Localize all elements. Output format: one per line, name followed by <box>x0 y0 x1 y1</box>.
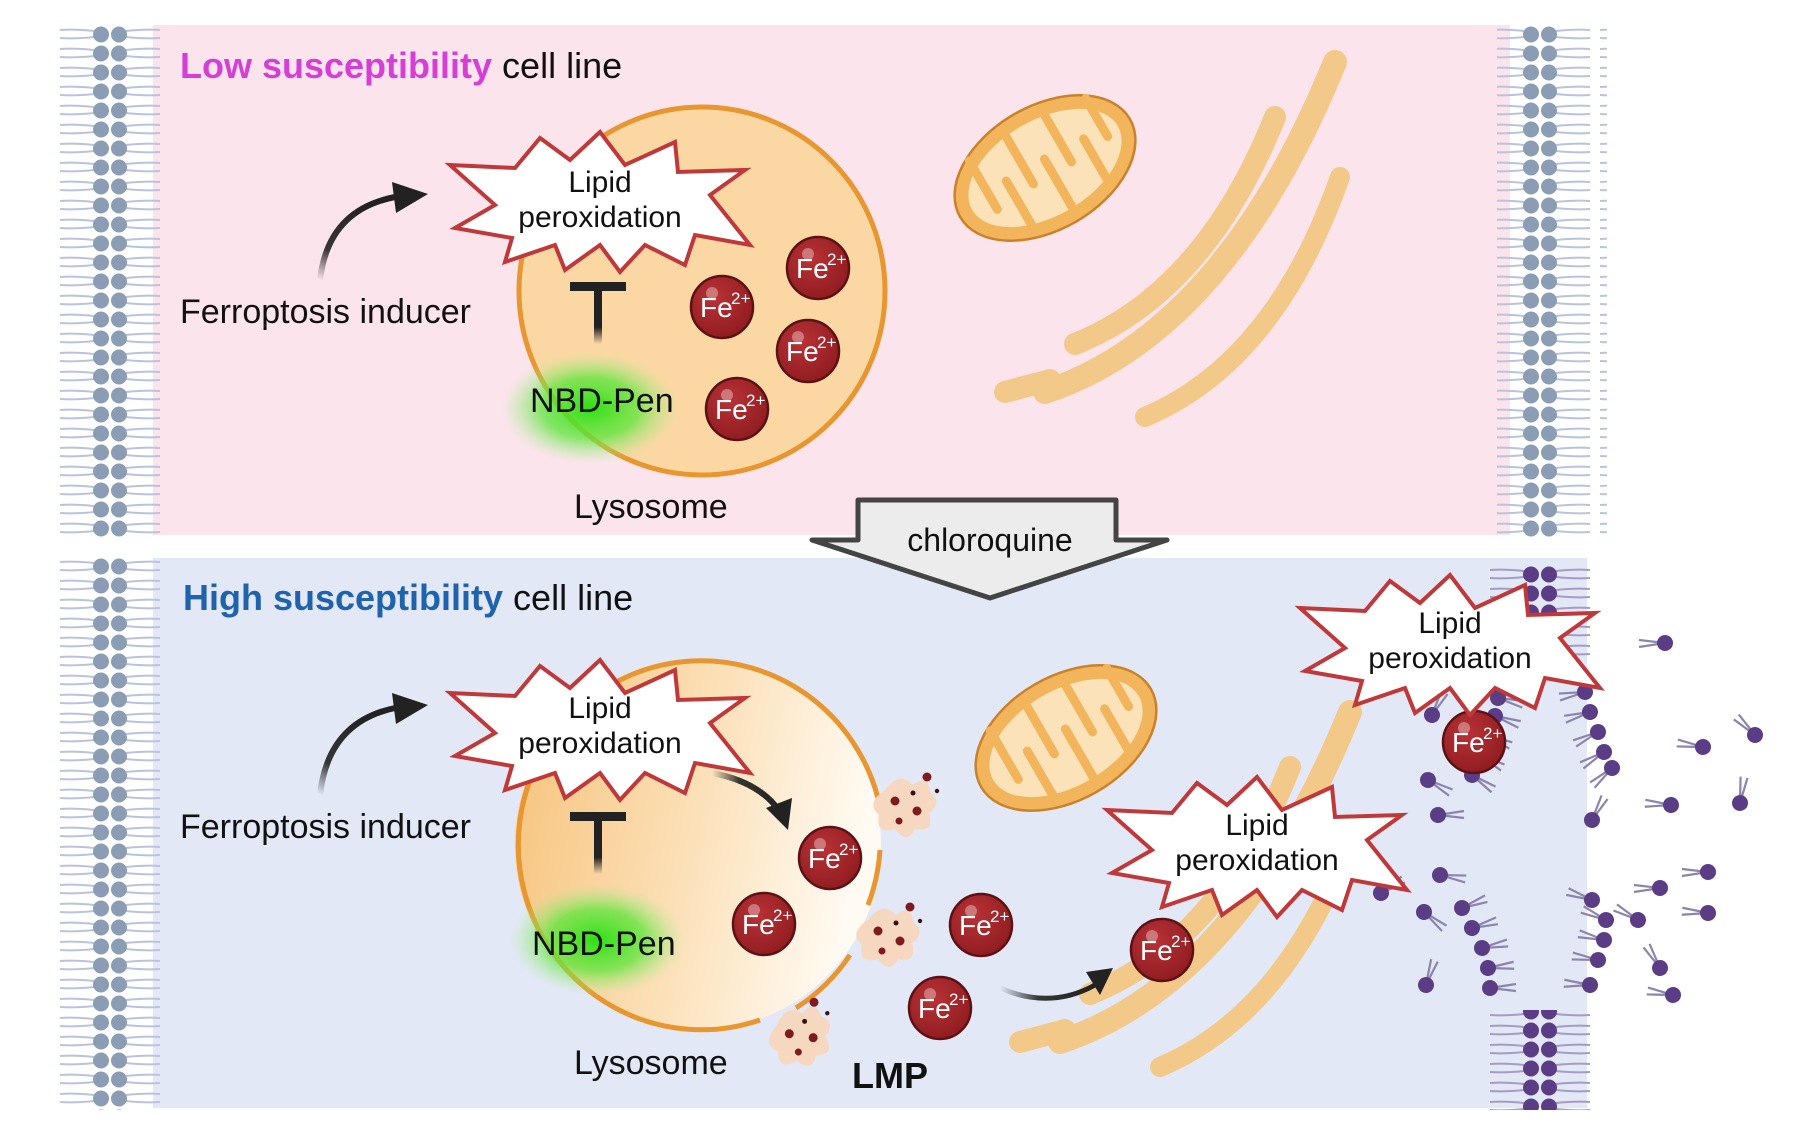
fe-ion: Fe2+ <box>704 376 770 442</box>
inhibit-icon-top <box>570 282 626 344</box>
lysosome-label-bottom: Lysosome <box>574 1044 728 1082</box>
svg-text:Fe: Fe <box>808 843 841 874</box>
nbd-pen-glow-bottom <box>509 884 685 996</box>
svg-text:peroxidation: peroxidation <box>518 727 681 760</box>
svg-text:2+: 2+ <box>949 990 968 1009</box>
fe-ion: Fe2+ <box>689 274 755 340</box>
inducer-arrow-bottom <box>317 693 428 796</box>
top-title-accent: Low susceptibility <box>180 45 492 86</box>
lipid-peroxidation-burst-er: Lipid peroxidation <box>1105 775 1409 919</box>
svg-text:2+: 2+ <box>1171 932 1190 951</box>
svg-text:2+: 2+ <box>731 289 750 308</box>
lysosome-membrane-arc <box>794 953 853 1011</box>
svg-text:Lipid: Lipid <box>1418 607 1481 640</box>
svg-text:2+: 2+ <box>990 907 1009 926</box>
chloroquine-label: chloroquine <box>907 522 1072 558</box>
top-panel-title: Low susceptibility cell line <box>180 45 622 86</box>
svg-text:2+: 2+ <box>839 840 858 859</box>
svg-text:peroxidation: peroxidation <box>1368 642 1531 675</box>
left-membrane-bottom <box>57 558 167 1110</box>
svg-text:Fe: Fe <box>786 336 819 367</box>
svg-text:Fe: Fe <box>796 253 829 284</box>
svg-text:2+: 2+ <box>827 250 846 269</box>
ferroptosis-inducer-label-bottom: Ferroptosis inducer <box>180 808 471 846</box>
svg-text:Lipid: Lipid <box>1225 809 1288 842</box>
fe-ion: Fe2+ <box>1129 917 1195 983</box>
svg-text:2+: 2+ <box>773 906 792 925</box>
fe-ion: Fe2+ <box>785 235 851 301</box>
fe-ion: Fe2+ <box>731 891 797 957</box>
svg-text:Fe: Fe <box>918 993 951 1024</box>
inhibit-icon-bottom <box>570 812 626 874</box>
svg-text:2+: 2+ <box>746 391 765 410</box>
svg-text:Fe: Fe <box>700 292 733 323</box>
bottom-title-rest: cell line <box>503 577 633 618</box>
nbd-pen-glow-top <box>502 352 678 464</box>
ferroptosis-inducer-label-top: Ferroptosis inducer <box>180 293 471 331</box>
svg-text:Lipid: Lipid <box>568 166 631 199</box>
svg-text:Fe: Fe <box>742 909 775 940</box>
transfer-arrow <box>998 968 1113 1001</box>
svg-text:2+: 2+ <box>817 333 836 352</box>
svg-text:Fe: Fe <box>715 394 748 425</box>
svg-text:Fe: Fe <box>959 910 992 941</box>
fe-ion: Fe2+ <box>948 892 1014 958</box>
inducer-arrow-top <box>317 182 428 281</box>
nbd-pen-label-top: NBD-Pen <box>530 382 674 420</box>
lmp-label: LMP <box>852 1055 928 1096</box>
svg-text:Fe: Fe <box>1140 935 1173 966</box>
release-arrow <box>711 770 792 830</box>
lipid-peroxidation-burst-bottom: Lipid peroxidation <box>448 658 752 802</box>
svg-text:peroxidation: peroxidation <box>1175 844 1338 877</box>
bottom-panel-title: High susceptibility cell line <box>183 577 633 618</box>
fe-ion: Fe2+ <box>907 975 973 1041</box>
bottom-panel: High susceptibility cell line NBD-Pen <box>57 558 1768 1110</box>
lipid-peroxidation-burst-membrane: Lipid peroxidation <box>1298 573 1602 717</box>
chloroquine-arrow: chloroquine <box>809 497 1170 601</box>
fe-ion: Fe2+ <box>797 825 863 891</box>
right-membrane-top <box>1497 25 1607 538</box>
lipid-peroxidation-burst-top: Lipid peroxidation <box>448 130 752 274</box>
svg-text:Fe: Fe <box>1452 727 1485 758</box>
nbd-pen-label-bottom: NBD-Pen <box>532 925 676 963</box>
svg-text:Lipid: Lipid <box>568 692 631 725</box>
top-title-rest: cell line <box>492 45 622 86</box>
fe-ion: Fe2+ <box>1441 709 1507 775</box>
left-membrane-top <box>57 25 167 538</box>
svg-text:peroxidation: peroxidation <box>518 201 681 234</box>
svg-text:2+: 2+ <box>1483 724 1502 743</box>
fe-ion: Fe2+ <box>775 318 841 384</box>
lysosome-label-top: Lysosome <box>574 488 728 526</box>
lysosome-membrane-arc <box>865 849 883 906</box>
top-panel: Low susceptibility cell line NBD-Pen Fe2… <box>57 25 1607 538</box>
bottom-title-accent: High susceptibility <box>183 577 503 618</box>
